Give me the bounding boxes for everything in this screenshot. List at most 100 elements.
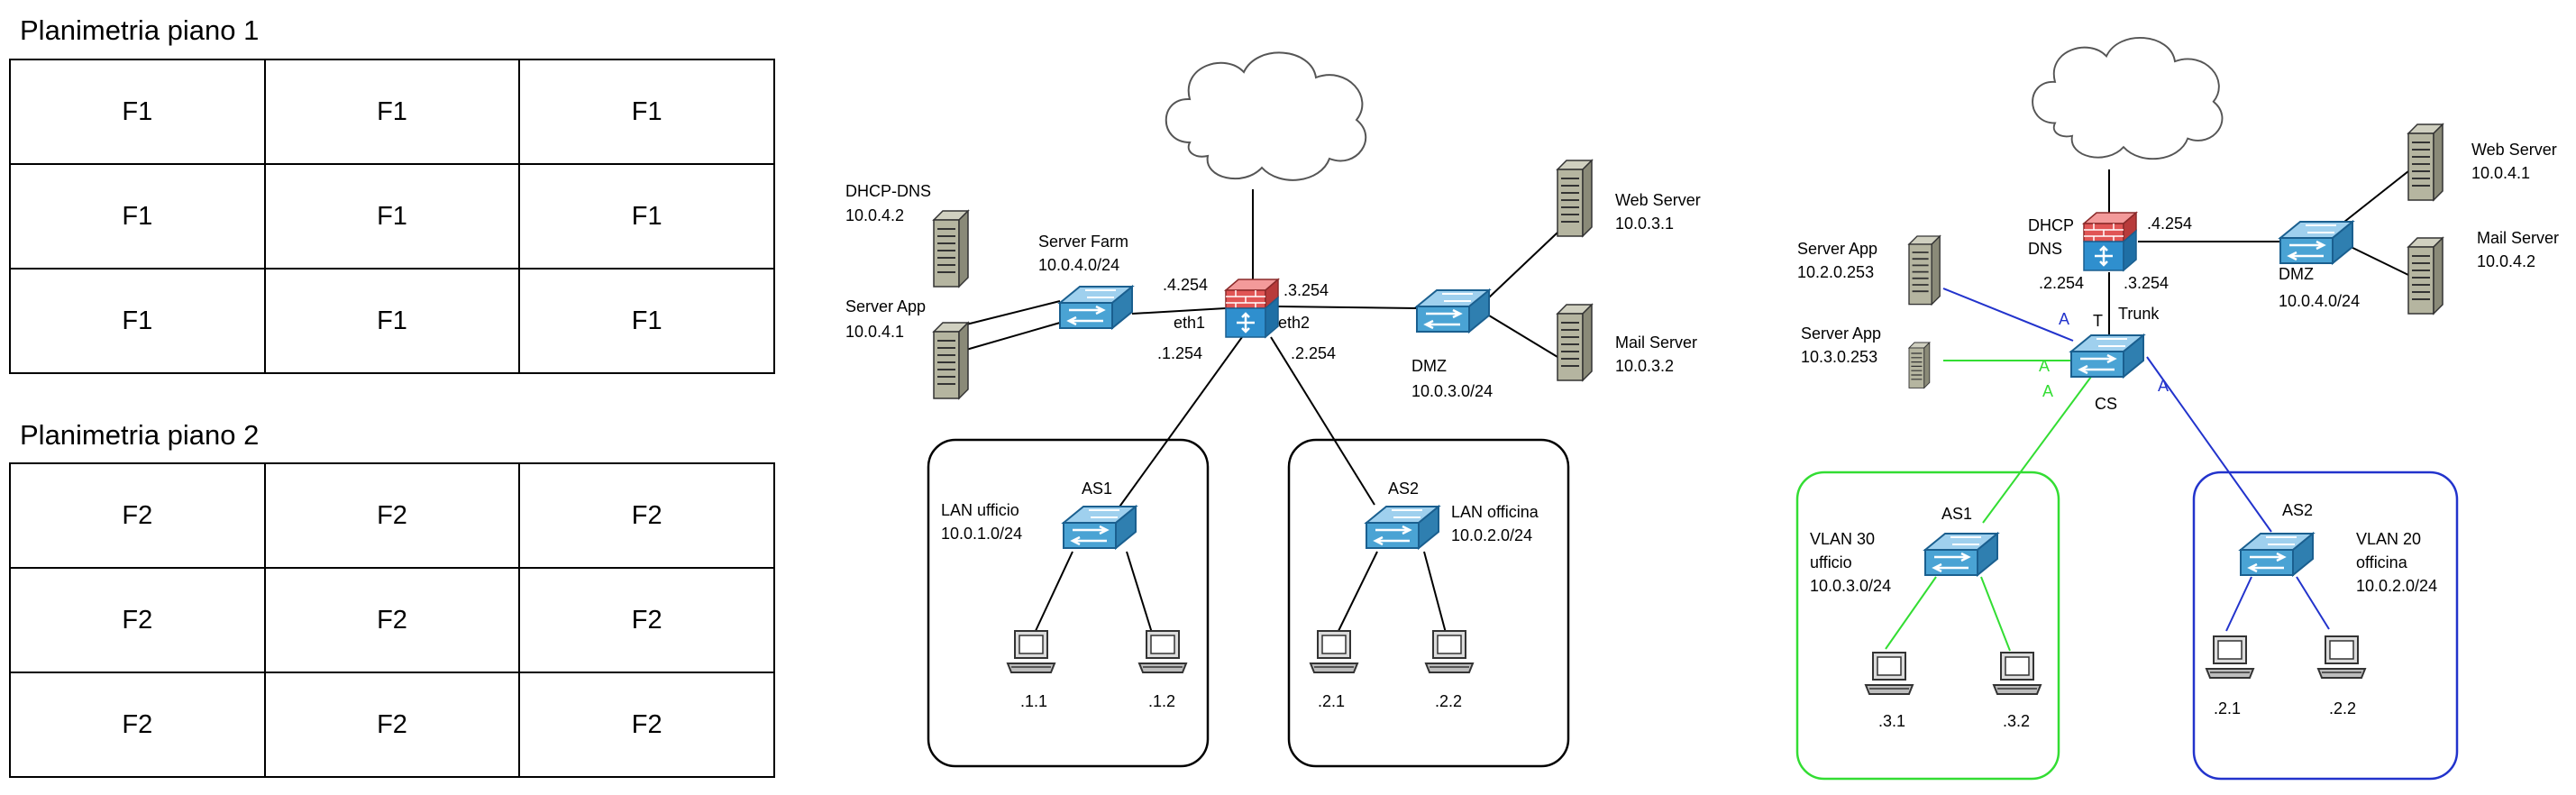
- pc-ip-label: .3.1: [1878, 712, 1905, 730]
- router-eth1-label: eth1: [1174, 314, 1205, 332]
- floor-plan-1-table: F1 F1 F1 F1 F1 F1 F1 F1 F1: [9, 59, 775, 374]
- web-server-label: Web Server: [2471, 141, 2557, 159]
- pc-ip-label: .1.1: [1020, 692, 1047, 710]
- lan-officina-net: 10.0.2.0/24: [1451, 526, 1532, 544]
- lan-officina-box: [1287, 438, 1570, 768]
- web-server-ip: 10.0.4.1: [2471, 164, 2530, 182]
- cs-switch-icon: [2069, 334, 2145, 379]
- server-app-icon: [1908, 342, 1931, 388]
- floor-plan-cell: F2: [9, 672, 266, 778]
- web-server-icon: [1557, 160, 1593, 237]
- vlan-20-box: [2192, 471, 2459, 781]
- as1-label: AS1: [1941, 505, 1972, 523]
- server-app-ip: 10.2.0.253: [1797, 263, 1874, 281]
- mail-server-ip: 10.0.4.2: [2477, 252, 2535, 270]
- dhcp-dns-ip: 10.0.4.2: [845, 206, 904, 224]
- floor-plan-cell: F2: [9, 462, 266, 569]
- trunk-mark-label: T: [2093, 312, 2103, 330]
- floor-plan-cell: F2: [263, 462, 521, 569]
- floor-plan-cell: F1: [518, 268, 775, 374]
- pc-icon: [1310, 630, 1358, 673]
- vlan-30-net: 10.0.3.0/24: [1810, 577, 1891, 595]
- router-if-label: .2.254: [2039, 274, 2084, 292]
- vlan-20-net: 10.0.2.0/24: [2356, 577, 2437, 595]
- floor-plan-cell: F2: [518, 462, 775, 569]
- server-app-icon: [1908, 235, 1941, 306]
- floor-plan-cell: F1: [518, 59, 775, 165]
- as1-switch-icon: [1923, 532, 1999, 577]
- as2-switch-icon: [1365, 505, 1440, 550]
- access-mark-label: A: [2059, 310, 2069, 328]
- diagram-2: Server App 10.2.0.253 Server App 10.3.0.…: [1795, 36, 2559, 781]
- router-if-label: .1.254: [1157, 344, 1202, 362]
- firewall-router-icon: [1224, 278, 1280, 339]
- pc-icon: [1138, 630, 1187, 673]
- vlan-20-dept: officina: [2356, 553, 2408, 571]
- router-if-label: .3.254: [2124, 274, 2169, 292]
- router-if-label: .4.254: [2147, 215, 2192, 233]
- pc-ip-label: .2.2: [2329, 699, 2356, 717]
- pc-ip-label: .2.2: [1435, 692, 1462, 710]
- server-app-label: Server App: [845, 297, 926, 315]
- lan-ufficio-box: [927, 438, 1210, 768]
- access-mark-label: A: [2039, 357, 2050, 375]
- floor-plan-1-title: Planimetria piano 1: [20, 14, 260, 46]
- dmz-net: 10.0.3.0/24: [1411, 382, 1493, 400]
- router-if-label: .2.254: [1291, 344, 1336, 362]
- mail-server-label: Mail Server: [1615, 334, 1697, 352]
- pc-ip-label: .2.1: [2214, 699, 2241, 717]
- server-app-ip: 10.3.0.253: [1801, 348, 1877, 366]
- floor-plan-cell: F1: [9, 268, 266, 374]
- as2-label: AS2: [2282, 501, 2313, 519]
- diagram-2-links: [2108, 169, 2409, 335]
- dmz-label: DMZ: [2279, 265, 2314, 283]
- dhcp-dns-label: DHCP-DNS: [845, 182, 931, 200]
- as2-switch-icon: [2239, 532, 2315, 577]
- as2-label: AS2: [1388, 480, 1419, 498]
- floor-plan-2-title: Planimetria piano 2: [20, 419, 260, 451]
- internet-cloud-icon: [1165, 51, 1367, 181]
- dhcp-dns-server-icon: [933, 210, 969, 288]
- pc-ip-label: .2.1: [1318, 692, 1345, 710]
- pc-icon: [1425, 630, 1474, 673]
- dmz-switch-icon: [1415, 288, 1491, 334]
- pc-ip-label: .3.2: [2003, 712, 2030, 730]
- server-app-ip: 10.0.4.1: [845, 323, 904, 341]
- access-mark-label: A: [2042, 382, 2053, 400]
- floor-plan-cell: F2: [9, 567, 266, 673]
- floor-plan-cell: F2: [518, 672, 775, 778]
- floor-plan-cell: F2: [263, 567, 521, 673]
- as1-switch-icon: [1062, 505, 1137, 550]
- server-app-label: Server App: [1797, 240, 1877, 258]
- router-if-label: .4.254: [1163, 276, 1208, 294]
- diagram-1: DHCP-DNS 10.0.4.2 Server App 10.0.4.1 Se…: [845, 51, 1701, 768]
- firewall-router-icon: [2082, 211, 2138, 272]
- floor-plan-cell: F2: [263, 672, 521, 778]
- floor-plan-cell: F1: [263, 163, 521, 270]
- dns-label: DNS: [2028, 240, 2062, 258]
- pc-icon: [1007, 630, 1055, 673]
- cs-label: CS: [2095, 395, 2117, 413]
- pc-ip-label: .1.2: [1148, 692, 1175, 710]
- pc-icon: [1865, 652, 1914, 695]
- mail-server-icon: [2407, 237, 2444, 315]
- floor-plan-cell: F2: [518, 567, 775, 673]
- server-app-label: Server App: [1801, 324, 1881, 343]
- pc-icon: [2206, 635, 2254, 679]
- as1-label: AS1: [1082, 480, 1112, 498]
- vlan-30-label: VLAN 30: [1810, 530, 1875, 548]
- floor-plan-2-table: F2 F2 F2 F2 F2 F2 F2 F2 F2: [9, 462, 775, 778]
- server-app-icon: [933, 322, 969, 399]
- pc-icon: [2317, 635, 2366, 679]
- dmz-switch-icon: [2279, 220, 2354, 265]
- web-server-ip: 10.0.3.1: [1615, 215, 1674, 233]
- server-farm-label: Server Farm: [1038, 233, 1128, 251]
- vlan-30-box: [1795, 471, 2060, 781]
- router-eth2-label: eth2: [1278, 314, 1310, 332]
- vlan-20-label: VLAN 20: [2356, 530, 2421, 548]
- router-if-label: .3.254: [1283, 281, 1329, 299]
- diagram-1-links: [965, 189, 1558, 634]
- floor-plan-cell: F1: [518, 163, 775, 270]
- vlan-30-dept: ufficio: [1810, 553, 1852, 571]
